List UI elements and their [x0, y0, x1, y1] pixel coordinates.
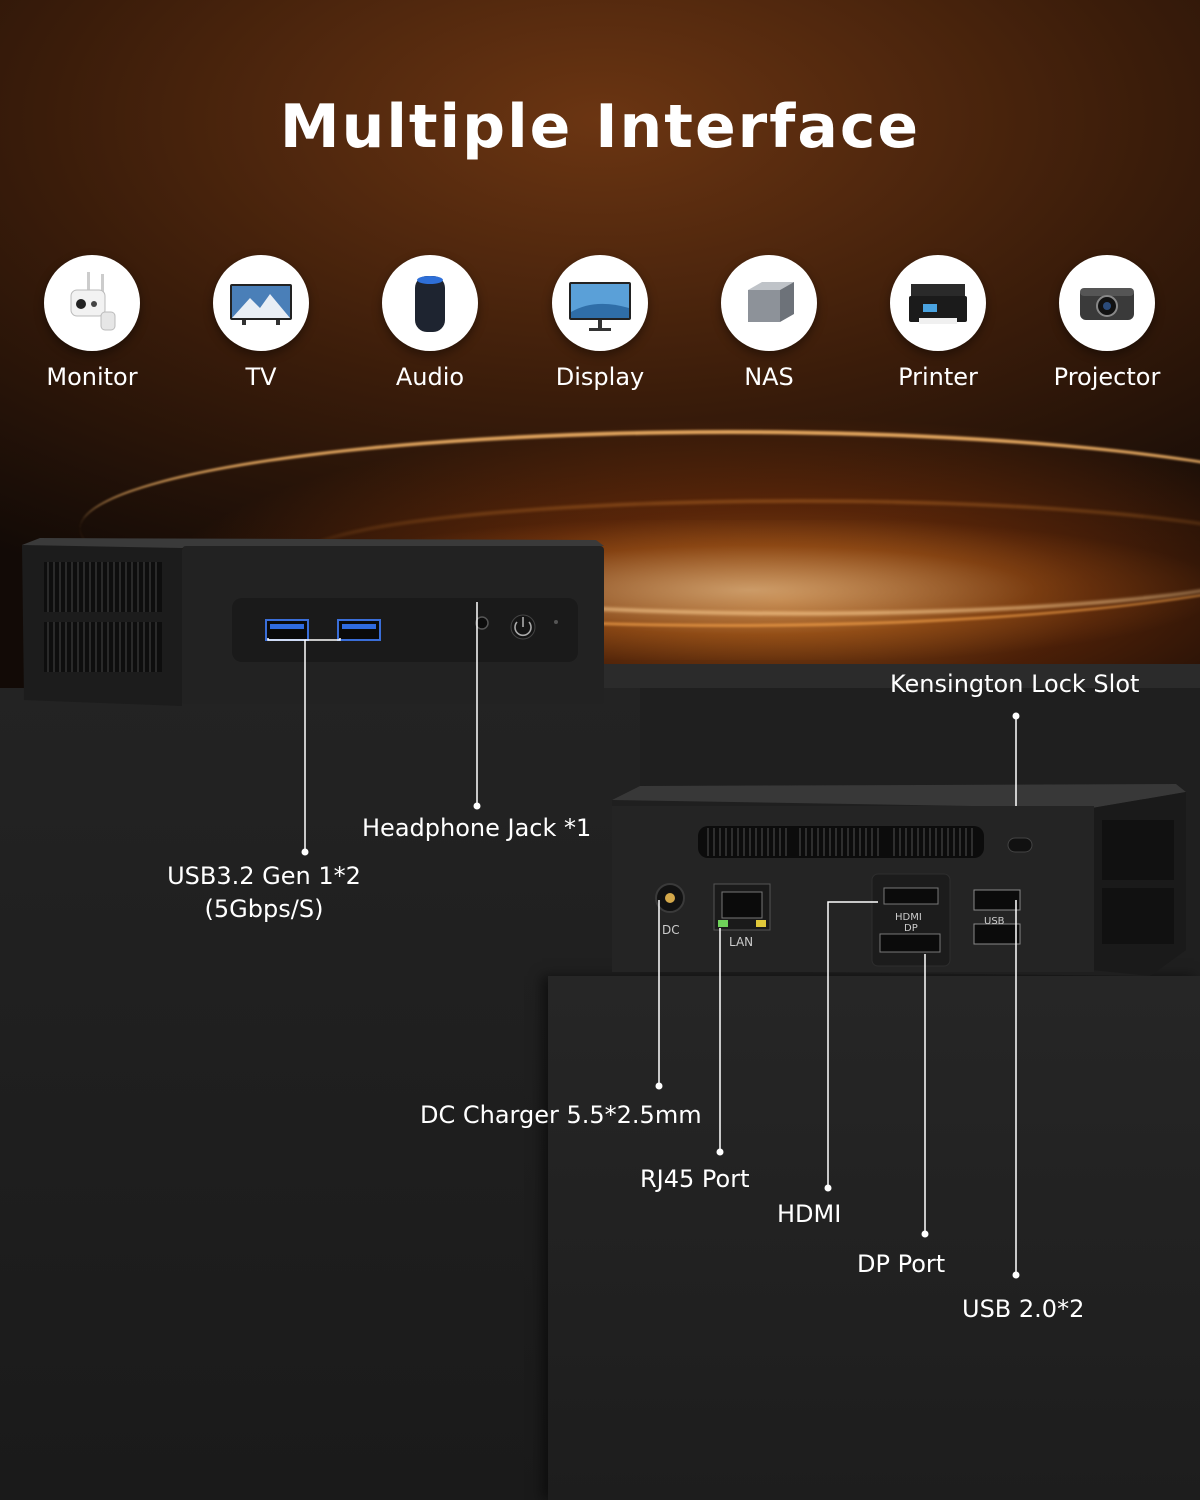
mini-pc-front — [22, 538, 604, 706]
kensington-lock-label: Kensington Lock Slot — [890, 670, 1140, 698]
smart-speaker-icon — [382, 255, 478, 351]
tv-icon — [213, 255, 309, 351]
pedestal-top-ledge — [560, 664, 1200, 688]
device-label: Display — [555, 363, 645, 391]
device-label: Monitor — [46, 363, 138, 391]
callout-lines — [267, 602, 1017, 1275]
pedestal-left — [0, 688, 640, 1500]
hdmi-port-mark: HDMI — [895, 912, 922, 923]
dc-port-mark: DC — [662, 923, 680, 937]
device-printer: Printer — [863, 255, 1013, 391]
mini-pc-back — [612, 784, 1186, 976]
callout-dots — [301, 712, 1020, 1279]
nas-drive-icon — [721, 255, 817, 351]
usb20-label: USB 2.0*2 — [962, 1295, 1085, 1323]
device-label: Projector — [1053, 363, 1161, 391]
dp-port-label: DP Port — [857, 1250, 946, 1278]
usb32-speed-label: (5Gbps/S) — [204, 895, 324, 923]
lan-port-mark: LAN — [729, 935, 753, 949]
device-projector: Projector — [1032, 255, 1182, 391]
device-display: Display — [525, 255, 675, 391]
light-ring-outer — [80, 430, 1200, 627]
printer-icon — [890, 255, 986, 351]
light-ring-inner — [300, 500, 1200, 615]
device-audio: Audio — [355, 255, 505, 391]
pedestal-right — [548, 976, 1200, 1500]
usb32-label: USB3.2 Gen 1*2 — [167, 862, 361, 890]
device-label: Audio — [395, 363, 465, 391]
security-camera-icon — [44, 255, 140, 351]
display-monitor-icon — [552, 255, 648, 351]
device-icon-row: Monitor TV Audio — [0, 255, 1200, 405]
device-nas: NAS — [694, 255, 844, 391]
port-marks: DC LAN HDMI DP USB — [662, 912, 1005, 949]
usb-port-mark: USB — [984, 916, 1005, 927]
device-label: TV — [245, 363, 277, 391]
dp-port-mark: DP — [904, 923, 918, 934]
device-monitor: Monitor — [17, 255, 167, 391]
headphone-jack-label: Headphone Jack *1 — [362, 814, 592, 842]
projector-icon — [1059, 255, 1155, 351]
dc-charger-label: DC Charger 5.5*2.5mm — [420, 1101, 702, 1129]
page-title: Multiple Interface — [279, 92, 921, 162]
device-label: Printer — [898, 363, 978, 391]
device-tv: TV — [186, 255, 336, 391]
hdmi-label: HDMI — [777, 1200, 842, 1228]
device-label: NAS — [744, 363, 794, 391]
rj45-port-label: RJ45 Port — [640, 1165, 750, 1193]
